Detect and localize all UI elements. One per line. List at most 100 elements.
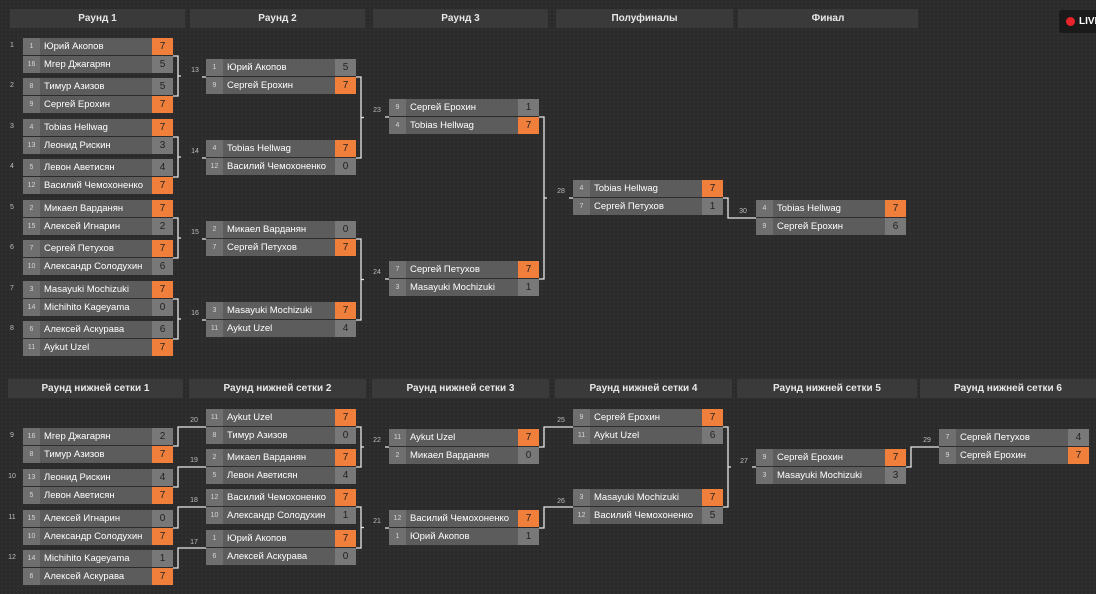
seed-number: 15: [23, 218, 40, 235]
player-name: Tobias Hellwag: [227, 143, 291, 154]
player-score: 4: [1068, 429, 1089, 446]
player-score: 0: [335, 221, 356, 238]
seed-number: 6: [206, 548, 223, 565]
player-name: Мгер Джагарян: [44, 59, 111, 70]
player-score: 5: [152, 56, 173, 73]
seed-number: 7: [206, 239, 223, 256]
live-badge[interactable]: LIVE: [1059, 10, 1096, 33]
player-name: Александр Солодухин: [44, 531, 143, 542]
